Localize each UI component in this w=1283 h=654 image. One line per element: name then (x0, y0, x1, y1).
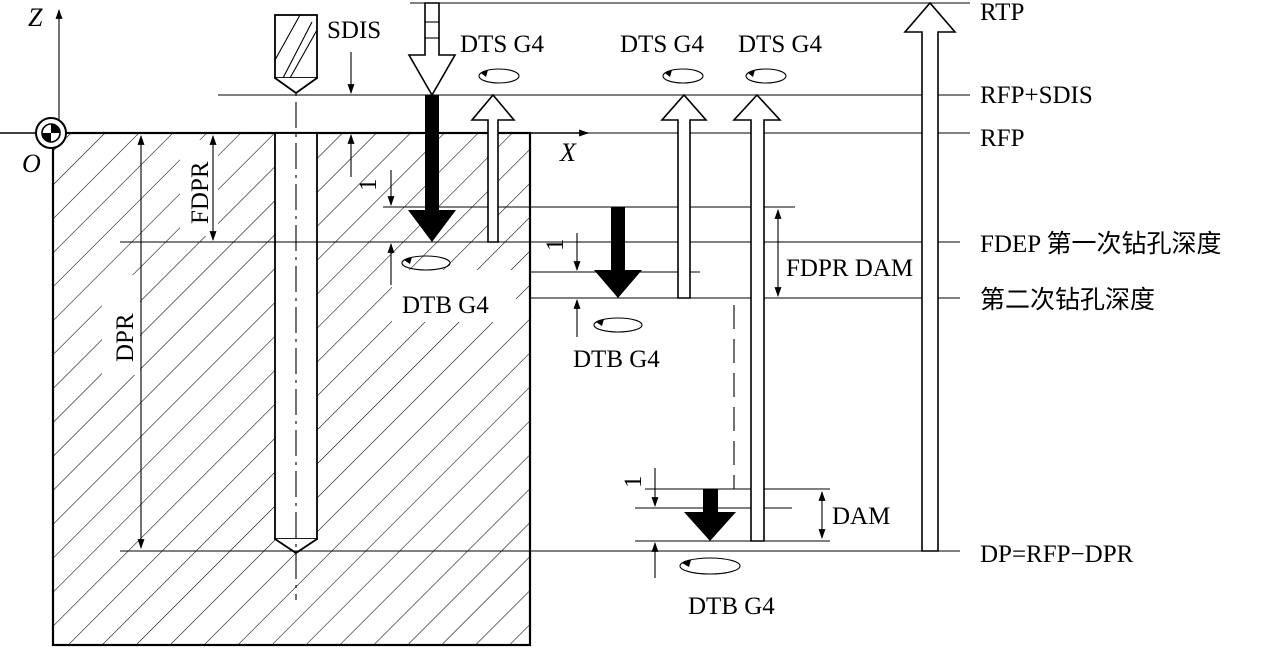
origin-symbol-icon (35, 117, 67, 149)
retract-arrow-2 (660, 93, 708, 299)
dwell-icons (401, 68, 787, 575)
dtb-label-3: DTB G4 (688, 593, 775, 620)
coordinate-axes: Z X O (0, 3, 589, 178)
motion-arrows (407, 1, 957, 552)
dwell-rotation-icon (679, 557, 741, 575)
feed-arrow-1 (408, 95, 456, 242)
dwell-labels: DTS G4 DTS G4 DTS G4 DTB G4 DTB G4 DTB G… (402, 31, 823, 620)
feed-arrow-2 (594, 207, 642, 298)
dwell-rotation-icon (745, 68, 787, 84)
drill-tool (274, 14, 318, 95)
origin-label: O (22, 149, 41, 178)
feed-arrow-3 (684, 489, 736, 541)
one-dim-label-a: 1 (355, 179, 382, 192)
fdpr-dam-label: FDPR DAM (786, 255, 913, 282)
second-depth-label: 第二次钻孔深度 (980, 286, 1155, 314)
one-dim-label-b: 1 (542, 239, 569, 252)
dwell-rotation-icon (662, 68, 704, 84)
dts-label-1: DTS G4 (460, 31, 545, 58)
dtb-label-1: DTB G4 (402, 292, 489, 319)
retract-arrow-1 (470, 93, 516, 243)
x-axis-label: X (559, 138, 577, 167)
retract-to-rtp-arrow (903, 1, 957, 552)
z-axis-label: Z (28, 3, 43, 32)
level-labels: RTP RFP+SDIS RFP FDEP 第一次钻孔深度 第二次钻孔深度 DP… (980, 0, 1221, 568)
one-dim-label-c: 1 (620, 476, 647, 489)
dtb-label-2: DTB G4 (573, 346, 660, 373)
dtb1-label-mask (392, 270, 516, 322)
rapid-approach-arrow (407, 2, 457, 97)
rfp-label: RFP (980, 125, 1024, 152)
rtp-label: RTP (980, 0, 1024, 26)
retract-arrow-3 (732, 93, 782, 542)
dts-label-3: DTS G4 (738, 31, 823, 58)
reference-lines (120, 2, 970, 552)
workpiece (51, 20, 532, 647)
dimensions: SDIS FDPR DPR 1 1 1 FDPR DAM DAM (112, 17, 913, 578)
rfp-sdis-label: RFP+SDIS (980, 82, 1093, 109)
fdpr-dimension-label: FDPR (187, 161, 214, 224)
fdep-label: FDEP 第一次钻孔深度 (980, 230, 1221, 258)
dpr-dimension-label: DPR (112, 313, 139, 362)
dp-label: DP=RFP−DPR (980, 541, 1134, 568)
dts-label-2: DTS G4 (620, 31, 705, 58)
dwell-rotation-icon (401, 255, 451, 271)
dwell-rotation-icon (593, 317, 643, 333)
sdis-label: SDIS (327, 17, 381, 44)
dwell-rotation-icon (478, 68, 520, 84)
dpr-label-mask (102, 275, 140, 375)
dam-label: DAM (832, 503, 890, 530)
